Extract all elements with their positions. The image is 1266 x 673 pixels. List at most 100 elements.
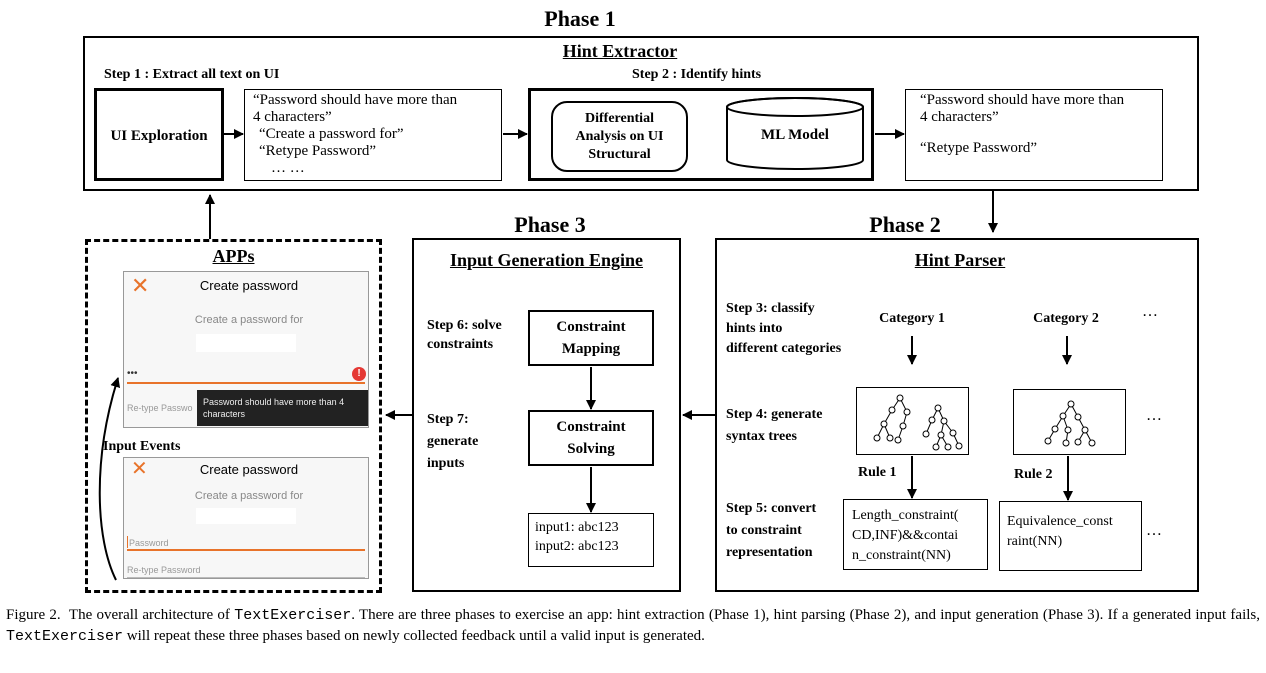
figure-caption: Figure 2. The overall architecture of Te… (6, 605, 1260, 647)
syntax-tree-box-2 (1013, 389, 1126, 455)
input-generation-panel (412, 238, 681, 592)
ml-model-label: ML Model (761, 127, 829, 143)
close-icon[interactable]: ✕ (131, 273, 150, 298)
ui-exploration-box: UI Exploration (94, 88, 224, 181)
constraint2-line: raint(NN) (1007, 534, 1063, 549)
caption-part1: The overall architecture of (68, 607, 235, 623)
text-cursor (127, 536, 128, 548)
step7-label: Step 7: generate inputs (427, 409, 478, 475)
step5-line: to constraint (726, 523, 802, 538)
step7-line: inputs (427, 456, 465, 471)
constraint1-line: CD,INF)&&contai (852, 528, 959, 543)
more-constraints-ellipsis: … (1146, 522, 1162, 539)
error-icon: ! (352, 367, 366, 381)
extracted-line: … … (271, 160, 305, 176)
input-generation-title: Input Generation Engine (449, 250, 644, 270)
step4-line: Step 4: generate (726, 407, 823, 422)
caption-label: Figure 2. (6, 607, 61, 623)
hint-line: “Retype Password” (920, 140, 1038, 156)
differential-line: Analysis on UI (575, 129, 664, 144)
constraint-rep-box-2: Equivalence_const raint(NN) (999, 501, 1142, 571)
password-underline[interactable] (127, 549, 365, 551)
password-underline[interactable] (127, 382, 365, 384)
retype-underline (127, 577, 365, 578)
hint-line: “Password should have more than (920, 92, 1125, 108)
differential-line: Structural (588, 147, 651, 162)
hint-line: 4 characters” (920, 109, 999, 125)
constraint-mapping-box: Constraint Mapping (528, 310, 654, 366)
hint-parser-title: Hint Parser (914, 250, 1006, 270)
input-line: input2: abc123 (535, 539, 619, 554)
phone-screen-create-password: ✕ Create password Create a password for … (123, 271, 369, 428)
step6-label: Step 6: solve constraints (427, 316, 502, 354)
solving-line: Constraint (556, 419, 626, 435)
apps-panel (85, 239, 382, 593)
category1-label: Category 1 (879, 311, 945, 326)
caption-part2: . There are three phases to exercise an … (351, 607, 1260, 623)
step3-line: Step 3: classify (726, 301, 815, 316)
mapping-line: Constraint (556, 319, 626, 335)
screen-title: Create password (199, 278, 299, 293)
phase3-title: Phase 3 (514, 212, 586, 237)
extracted-line: “Password should have more than (253, 92, 458, 108)
step5-label: Step 5: convert to constraint representa… (726, 498, 816, 564)
caption-tool-name: TextExerciser (6, 628, 124, 645)
more-categories-ellipsis: … (1142, 303, 1158, 320)
hints-output-box: “Password should have more than 4 charac… (905, 89, 1163, 181)
password-dots: ••• (127, 368, 138, 379)
tooltip-line: Password should have more than 4 (203, 397, 345, 407)
hint-extractor-title: Hint Extractor (562, 41, 678, 61)
step4-line: syntax trees (726, 429, 797, 444)
step6-line: constraints (427, 337, 494, 352)
step1-label: Step 1 : Extract all text on UI (104, 67, 280, 82)
step3-label: Step 3: classify hints into different ca… (726, 299, 841, 359)
retype-field-placeholder[interactable]: Re-type Password (127, 565, 201, 575)
caption-part3: will repeat these three phases based on … (123, 628, 705, 644)
more-trees-ellipsis: … (1146, 407, 1162, 424)
hint-parser-panel (715, 238, 1199, 592)
generated-inputs-box: input1: abc123 input2: abc123 (528, 513, 654, 567)
solving-line: Solving (567, 441, 615, 457)
password-field-placeholder[interactable]: Password (129, 538, 169, 548)
phase2-title: Phase 2 (869, 212, 941, 237)
constraint1-line: Length_constraint( (852, 508, 959, 523)
rule2-label: Rule 2 (1014, 467, 1053, 482)
step3-line: hints into (726, 321, 783, 336)
identify-hints-box (528, 88, 874, 181)
apps-title: APPs (212, 246, 255, 266)
constraint-solving-box: Constraint Solving (528, 410, 654, 466)
differential-line: Differential (585, 111, 654, 126)
extracted-line: “Retype Password” (259, 143, 377, 159)
category2-label: Category 2 (1033, 311, 1099, 326)
input-line: input1: abc123 (535, 520, 619, 535)
screen-title: Create password (199, 462, 299, 477)
screen-prompt: Create a password for (194, 490, 304, 502)
constraint-rep-box-1: Length_constraint( CD,INF)&&contai n_con… (843, 499, 988, 570)
retype-field-placeholder[interactable]: Re-type Passwo (127, 403, 193, 413)
step2-label: Step 2 : Identify hints (632, 67, 762, 82)
step7-line: generate (427, 434, 479, 449)
extracted-text-box: “Password should have more than 4 charac… (244, 89, 502, 181)
account-name-field (196, 334, 296, 352)
differential-analysis-box: Differential Analysis on UI Structural (551, 101, 688, 172)
syntax-tree-box-1 (856, 387, 969, 455)
step5-line: representation (726, 545, 813, 560)
hint-extractor-panel (83, 36, 1199, 191)
step3-line: different categories (726, 341, 842, 356)
account-name-field (196, 508, 296, 524)
ui-exploration-label: UI Exploration (110, 128, 208, 144)
constraint2-line: Equivalence_const (1007, 514, 1113, 529)
caption-tool-name: TextExerciser (234, 607, 352, 624)
step6-line: Step 6: solve (427, 318, 502, 333)
step7-line: Step 7: (427, 412, 469, 427)
mapping-line: Mapping (561, 341, 621, 357)
error-tooltip: Password should have more than 4 charact… (197, 390, 368, 426)
step4-label: Step 4: generate syntax trees (726, 404, 822, 448)
extracted-line: “Create a password for” (259, 126, 404, 142)
extracted-line: 4 characters” (253, 109, 332, 125)
close-icon[interactable]: ✕ (131, 458, 148, 480)
phase1-title: Phase 1 (544, 6, 616, 31)
input-events-label: Input Events (103, 439, 181, 454)
step5-line: Step 5: convert (726, 501, 817, 516)
tooltip-line: characters (203, 409, 246, 419)
